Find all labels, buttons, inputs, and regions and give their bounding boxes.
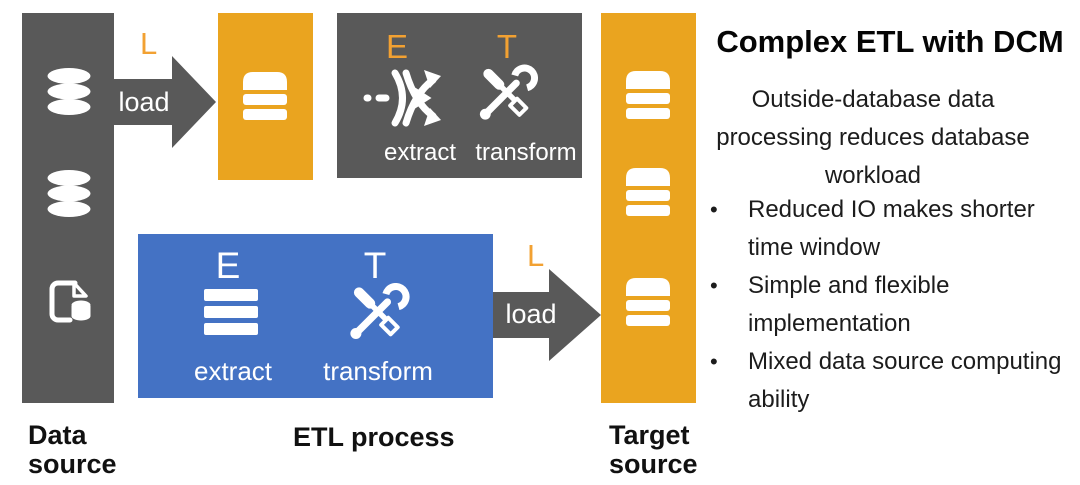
bullet-marker: • [710, 349, 718, 374]
load-letter: L [527, 238, 545, 273]
load-letter: L [140, 26, 158, 61]
database-icon [46, 68, 92, 115]
extract-label: extract [383, 139, 457, 166]
extract-shuffle-icon [362, 66, 446, 130]
bullet-item: • Mixed data source computing ability [706, 343, 1074, 419]
database-stack-icon [623, 167, 673, 217]
file-database-icon [45, 279, 95, 326]
transform-letter: T [496, 28, 518, 65]
etl-process-caption: ETL process [293, 422, 455, 452]
transform-letter: T [363, 245, 387, 286]
panel-subtitle: Outside-database data processing reduces… [714, 81, 1032, 195]
database-stack-icon [240, 71, 290, 121]
database-icon [46, 170, 92, 217]
load-arrow [493, 269, 601, 361]
etl-inside-box [138, 234, 493, 398]
bullet-marker: • [710, 273, 718, 298]
extract-rows-icon [204, 289, 258, 335]
bullet-list: • Reduced IO makes shorter time window •… [706, 191, 1074, 419]
target-source-caption: Target source [609, 420, 698, 479]
bullet-text: Mixed data source computing ability [748, 348, 1062, 413]
transform-tools-icon [346, 283, 410, 343]
bullet-marker: • [710, 197, 718, 222]
bullet-item: • Reduced IO makes shorter time window [706, 191, 1074, 267]
load-arrow [114, 56, 216, 148]
transform-label: transform [323, 356, 433, 386]
extract-letter: E [215, 245, 241, 286]
bullet-text: Reduced IO makes shorter time window [748, 196, 1035, 261]
extract-letter: E [385, 28, 408, 65]
subtitle-line: workload [824, 162, 922, 189]
panel-title: Complex ETL with DCM [716, 24, 1064, 59]
data-source-caption: Data source [28, 420, 117, 479]
bullet-text: Simple and flexible implementation [748, 272, 950, 337]
transform-label: transform [475, 139, 577, 166]
bullet-item: • Simple and flexible implementation [706, 267, 1074, 343]
database-stack-icon [623, 70, 673, 120]
subtitle-line: processing reduces database [716, 124, 1030, 151]
transform-tools-icon [476, 64, 538, 124]
subtitle-line: Outside-database data [751, 86, 995, 113]
extract-label: extract [193, 356, 273, 386]
load-label: load [505, 299, 557, 329]
load-label: load [118, 87, 170, 117]
database-stack-icon [623, 277, 673, 327]
